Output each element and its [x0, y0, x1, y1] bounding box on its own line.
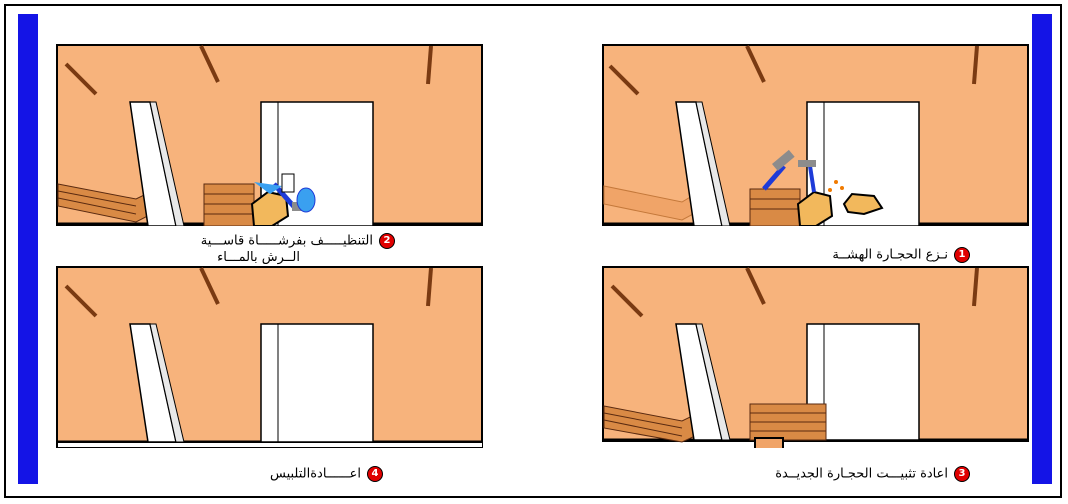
step-4-caption: 4 اعــــــادةالتلبيس [198, 466, 383, 483]
step-1-panel [602, 44, 1029, 226]
water-drop [297, 188, 315, 212]
right-blue-bar [1032, 14, 1052, 484]
new-stone [755, 438, 783, 448]
step-4-panel [56, 266, 483, 448]
spray-bottle [282, 174, 294, 192]
left-blue-bar [18, 14, 38, 484]
step-2-caption-line-2: الــرش بالمـــاء [217, 250, 300, 265]
step-3-number-badge: 3 [954, 466, 970, 482]
step-2-caption-line-1: التنظيـــــف بفرشـــــاة قاســـية [201, 234, 373, 249]
step-1-illustration [602, 44, 1029, 226]
step-3-caption: 3 اعادة تثبيـــت الحجـارة الجديــدة [685, 466, 970, 483]
chisel-head [798, 160, 816, 167]
step-2-panel [56, 44, 483, 226]
step-2-caption: 2 التنظيـــــف بفرشـــــاة قاســـية الــر… [120, 233, 395, 266]
step-1-caption: 1 نـزع الحجـارة الهشــة [760, 247, 970, 264]
step-1-number-badge: 1 [954, 247, 970, 263]
exposed-brick [750, 189, 800, 226]
step-3-illustration [602, 266, 1029, 448]
step-2-number-badge: 2 [379, 233, 395, 249]
step-3-caption-line-1: اعادة تثبيـــت الحجـارة الجديــدة [775, 467, 948, 482]
step-4-number-badge: 4 [367, 466, 383, 482]
exposed-brick [204, 184, 254, 226]
step-4-caption-line-1: اعــــــادةالتلبيس [270, 467, 361, 482]
step-1-caption-line-1: نـزع الحجـارة الهشــة [832, 248, 948, 263]
step-2-illustration [56, 44, 483, 226]
step-4-illustration [56, 266, 483, 448]
step-3-panel [602, 266, 1029, 448]
